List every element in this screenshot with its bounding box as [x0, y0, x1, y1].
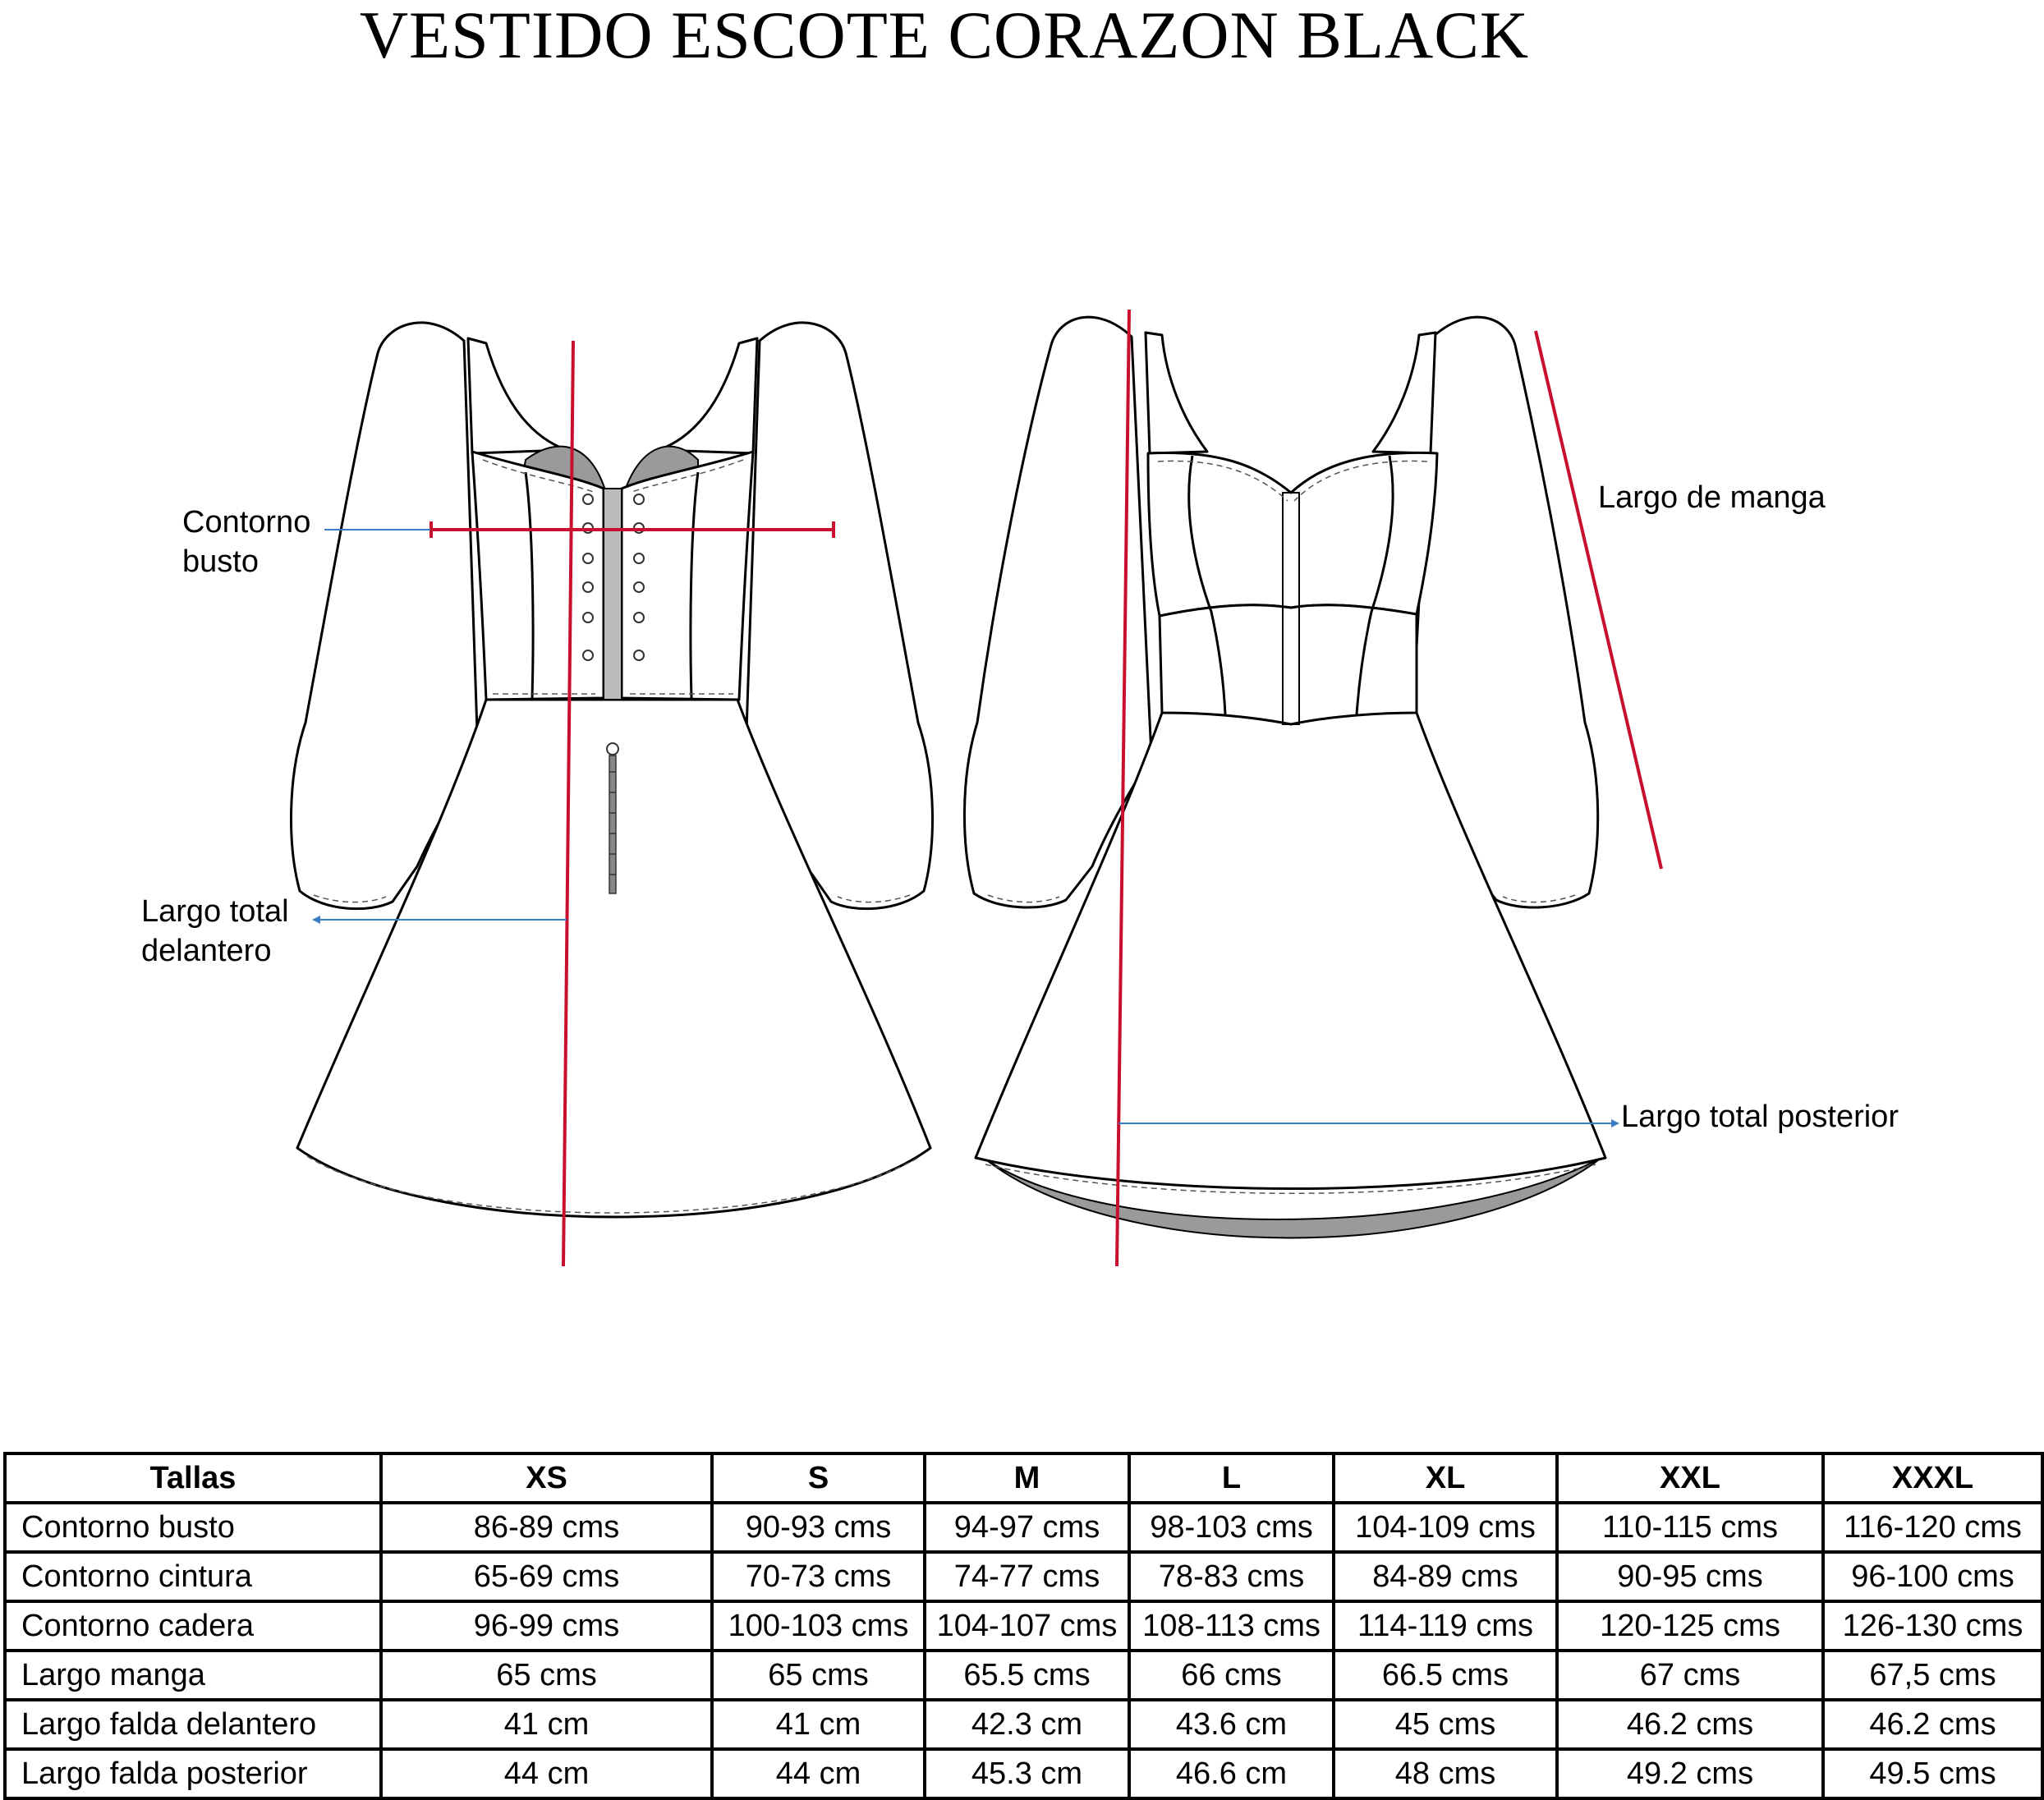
measurement-name-cell: Contorno cintura: [3, 1550, 383, 1603]
front-length-annotation: Largo total delantero: [141, 894, 289, 968]
measurement-name-cell: Contorno cadera: [3, 1600, 383, 1652]
measurement-value-cell: 46.2 cms: [1821, 1698, 2044, 1751]
front-view: [290, 321, 934, 1267]
size-header-label: Tallas: [3, 1452, 383, 1504]
measurement-value-cell: 98-103 cms: [1128, 1501, 1335, 1554]
size-header-cell: XL: [1332, 1452, 1559, 1504]
measurement-value-cell: 46.2 cms: [1555, 1698, 1825, 1751]
page-title: VESTIDO ESCOTE CORAZON BLACK: [359, 0, 1530, 72]
measurement-value-cell: 104-107 cms: [923, 1600, 1131, 1652]
size-header-cell: L: [1128, 1452, 1335, 1504]
measurement-value-cell: 100-103 cms: [710, 1600, 926, 1652]
measurement-value-cell: 86-89 cms: [379, 1501, 714, 1554]
back-view: [962, 309, 1663, 1267]
size-header-cell: XXL: [1555, 1452, 1825, 1504]
front-length-measure-line: [562, 340, 575, 1267]
measurement-value-cell: 48 cms: [1332, 1747, 1559, 1800]
measurement-value-cell: 65 cms: [379, 1649, 714, 1701]
back-left-strap: [1144, 331, 1209, 455]
measurement-value-cell: 96-100 cms: [1821, 1550, 2044, 1603]
measurement-name-cell: Largo manga: [3, 1649, 383, 1701]
back-right-strap: [1371, 331, 1437, 455]
measurement-value-cell: 45 cms: [1332, 1698, 1559, 1751]
size-header-cell: M: [923, 1452, 1131, 1504]
measurement-value-cell: 66 cms: [1128, 1649, 1335, 1701]
measurement-name-cell: Largo falda delantero: [3, 1698, 383, 1751]
measurement-value-cell: 65.5 cms: [923, 1649, 1131, 1701]
measurement-value-cell: 126-130 cms: [1821, 1600, 2044, 1652]
front-left-strap: [466, 337, 568, 455]
measurement-value-cell: 43.6 cm: [1128, 1698, 1335, 1751]
measurement-value-cell: 84-89 cms: [1332, 1550, 1559, 1603]
sleeve-length-annotation: Largo de manga: [1598, 480, 1826, 515]
front-right-strap: [657, 337, 759, 455]
measurement-value-cell: 49.5 cms: [1821, 1747, 2044, 1800]
measurement-value-cell: 78-83 cms: [1128, 1550, 1335, 1603]
measurement-value-cell: 70-73 cms: [710, 1550, 926, 1603]
sleeve-length-measure-line: [1534, 330, 1663, 870]
measurement-value-cell: 44 cm: [379, 1747, 714, 1800]
back-length-annotation: Largo total posterior: [1621, 1100, 1899, 1134]
back-skirt: [974, 711, 1607, 1190]
measurement-value-cell: 90-95 cms: [1555, 1550, 1825, 1603]
measurement-name-cell: Contorno busto: [3, 1501, 383, 1554]
measurement-value-cell: 46.6 cm: [1128, 1747, 1335, 1800]
measurement-value-cell: 65 cms: [710, 1649, 926, 1701]
measurement-value-cell: 67 cms: [1555, 1649, 1825, 1701]
measurement-value-cell: 44 cm: [710, 1747, 926, 1800]
measurement-value-cell: 41 cm: [379, 1698, 714, 1751]
size-header-cell: XS: [379, 1452, 714, 1504]
back-waistband: [1158, 604, 1418, 726]
zipper: [606, 742, 619, 894]
measurement-value-cell: 108-113 cms: [1128, 1600, 1335, 1652]
measurement-value-cell: 65-69 cms: [379, 1550, 714, 1603]
measurement-value-cell: 49.2 cms: [1555, 1747, 1825, 1800]
measurement-value-cell: 67,5 cms: [1821, 1649, 2044, 1701]
front-bodice-left: [471, 450, 605, 701]
front-bodice-right: [620, 450, 755, 701]
measurement-value-cell: 96-99 cms: [379, 1600, 714, 1652]
bust-annotation: Contorno busto: [182, 505, 311, 579]
measurement-value-cell: 41 cm: [710, 1698, 926, 1751]
measurement-value-cell: 120-125 cms: [1555, 1600, 1825, 1652]
measurement-value-cell: 42.3 cm: [923, 1698, 1131, 1751]
dress-flat-sketches: .ol { fill:#fff; stroke:#000; stroke-wid…: [290, 309, 1663, 1267]
front-left-sleeve: [290, 321, 480, 911]
measurement-value-cell: 94-97 cms: [923, 1501, 1131, 1554]
back-left-sleeve: [962, 315, 1153, 909]
measurement-value-cell: 104-109 cms: [1332, 1501, 1559, 1554]
back-length-measure-line: [1115, 309, 1131, 1267]
front-skirt: [296, 698, 932, 1219]
measurement-value-cell: 66.5 cms: [1332, 1649, 1559, 1701]
measurement-value-cell: 114-119 cms: [1332, 1600, 1559, 1652]
measurement-name-cell: Largo falda posterior: [3, 1747, 383, 1800]
size-header-cell: XXXL: [1821, 1452, 2044, 1504]
measurement-value-cell: 110-115 cms: [1555, 1501, 1825, 1554]
size-header-cell: S: [710, 1452, 926, 1504]
measurement-value-cell: 116-120 cms: [1821, 1501, 2044, 1554]
measurement-value-cell: 74-77 cms: [923, 1550, 1131, 1603]
measurement-value-cell: 90-93 cms: [710, 1501, 926, 1554]
measurement-value-cell: 45.3 cm: [923, 1747, 1131, 1800]
